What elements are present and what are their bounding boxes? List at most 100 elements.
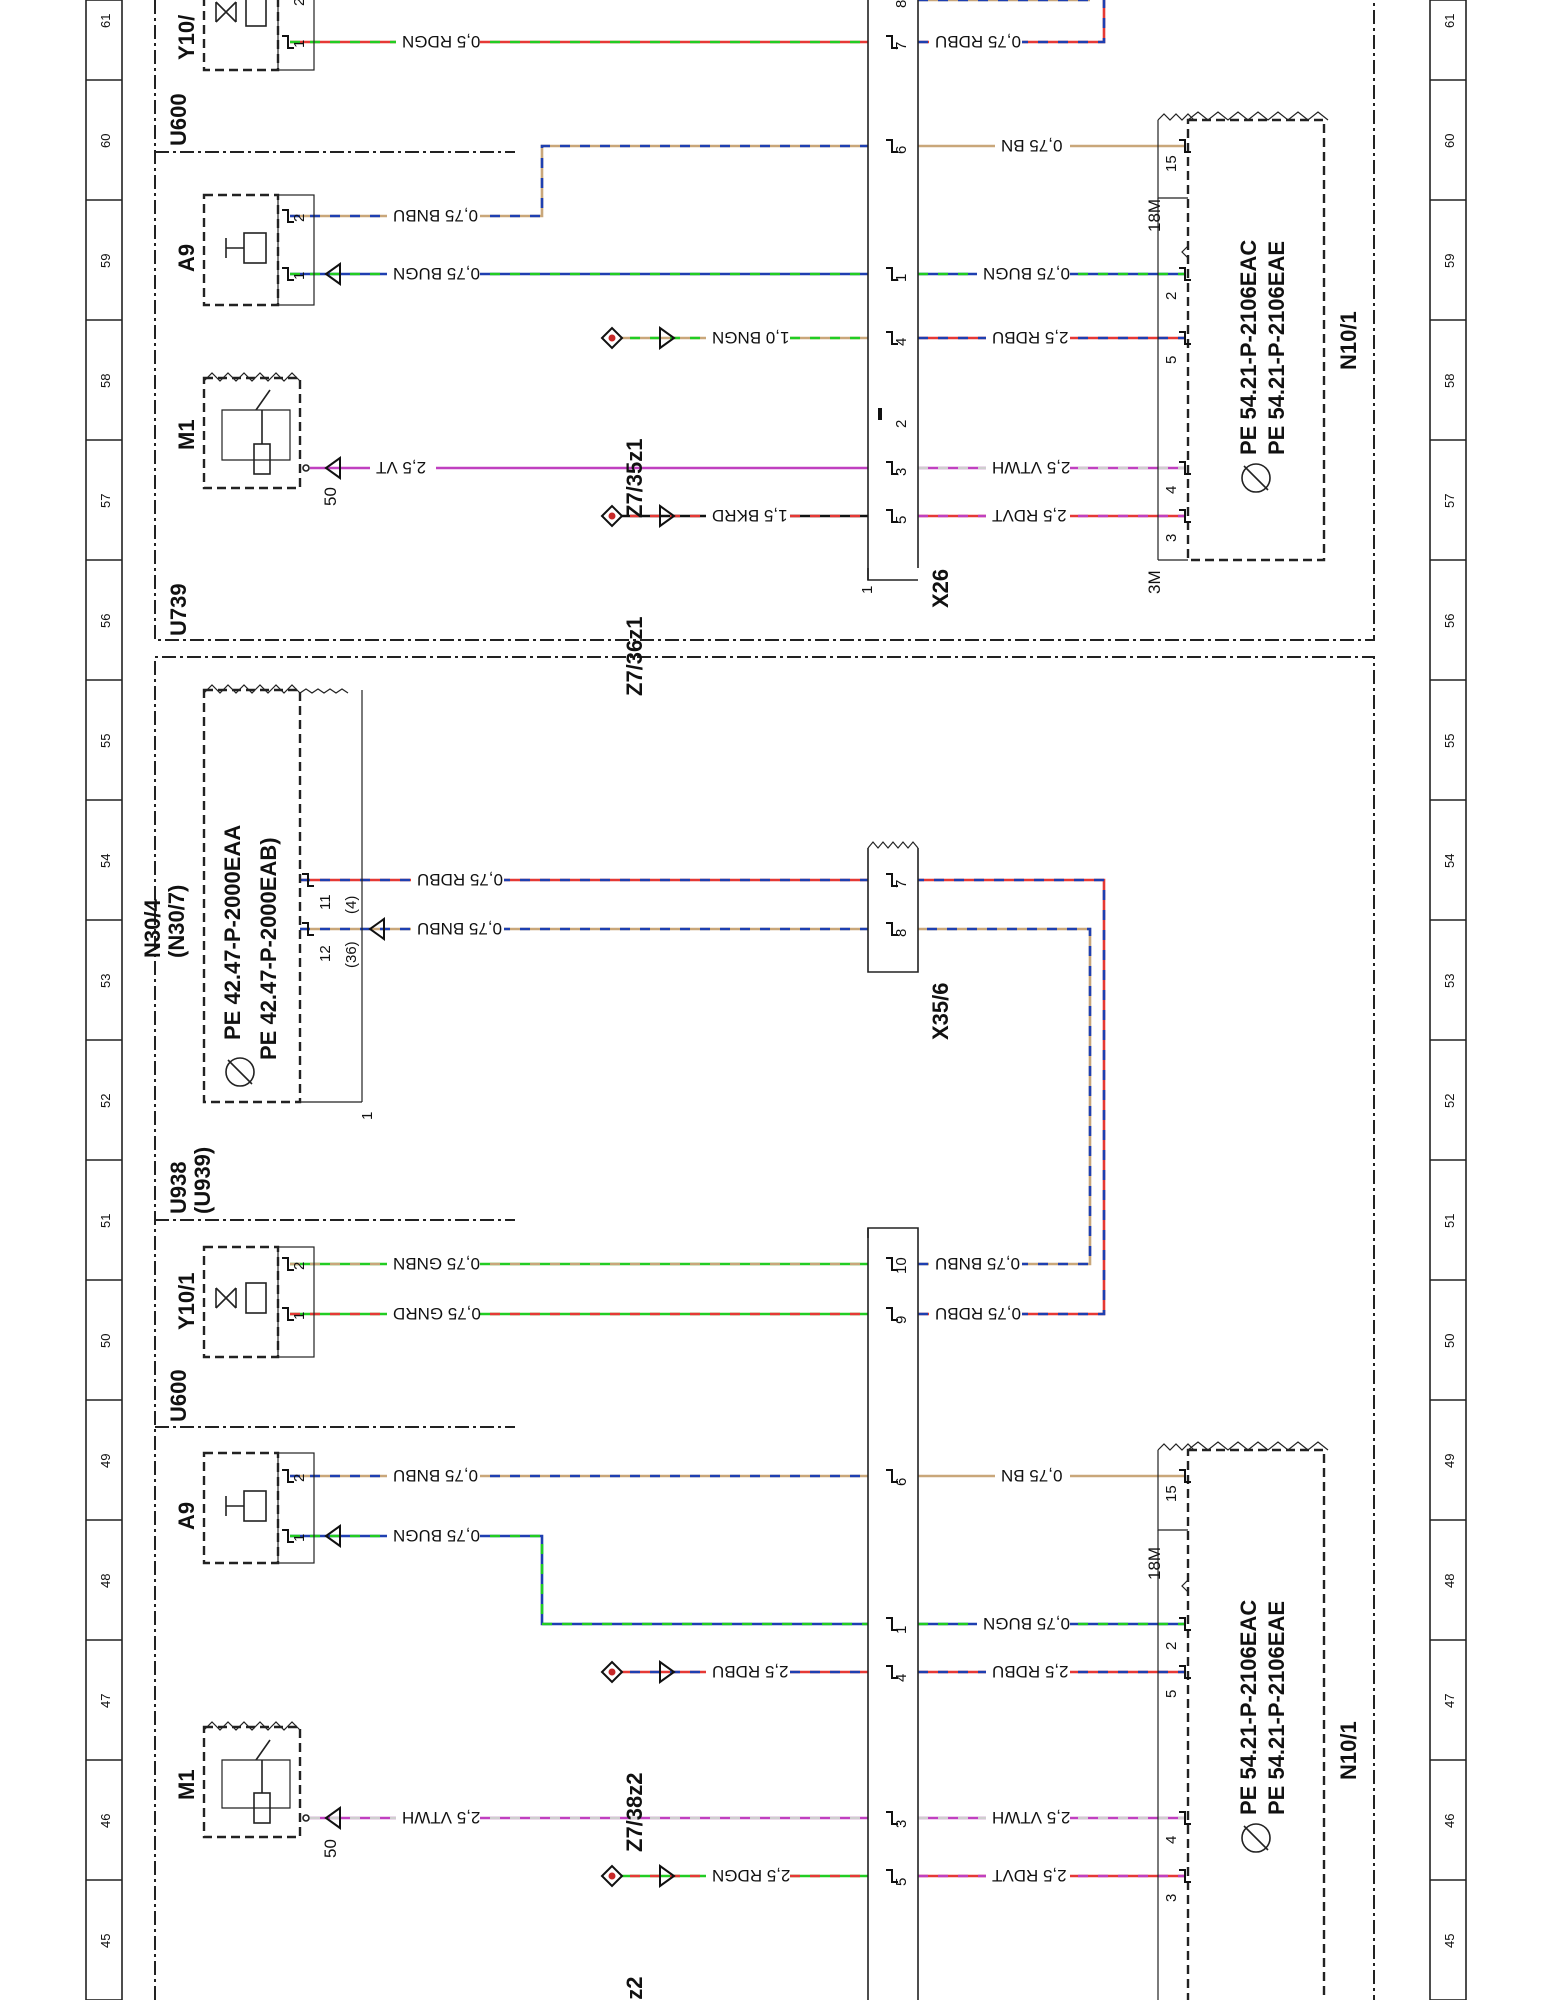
module-pin	[1179, 1665, 1191, 1679]
n30-pin-1: 1	[359, 1112, 376, 1120]
section-u739: U739	[166, 583, 191, 636]
bus-pin	[886, 35, 898, 49]
section-u600-top: U600	[166, 93, 191, 146]
bus-pin	[886, 1617, 898, 1631]
wire-label: 0,75 BNBU	[393, 206, 478, 225]
wire-label: 0,75 GNRD	[393, 1304, 481, 1323]
ruler-number-left: 54	[98, 854, 113, 868]
wire-loop-rdbu-stripe	[918, 878, 1106, 1316]
wire-label-bg	[986, 457, 1070, 479]
ruler-number-right: 54	[1442, 854, 1457, 868]
wire-label-bg	[370, 457, 436, 479]
wire-label: 2,5 RDBU	[712, 1662, 789, 1681]
n10-1-left-label: N10/1	[1336, 1721, 1361, 1780]
ruler-number-left: 60	[98, 134, 113, 148]
wire-label: 2,5 VTWH	[992, 1808, 1070, 1827]
wire-arrow	[368, 917, 385, 941]
ruler-number-left: 55	[98, 734, 113, 748]
bus-pin	[886, 922, 898, 936]
ruler-number-left: 57	[98, 494, 113, 508]
x26-pin-number: 5	[893, 516, 910, 524]
bus-pin	[886, 267, 898, 281]
m1-motor-right	[202, 372, 310, 490]
n30-4-module	[202, 684, 363, 1104]
ground-z7-38z2-label: Z7/38z2	[622, 1773, 647, 1853]
bus-pin-number: 9	[893, 1316, 910, 1324]
x35-6-pin-number: 8	[893, 929, 910, 937]
wire-label-bg	[411, 869, 504, 891]
component-pin	[282, 1307, 294, 1321]
wire-label-bg	[396, 31, 480, 53]
bus-pin	[886, 139, 898, 153]
bus-pin	[886, 509, 898, 523]
wire-label-bg	[929, 1253, 1022, 1275]
wire-label: 0,75 BUGN	[983, 264, 1070, 283]
wire-label-bg	[995, 135, 1070, 157]
x35-6-pin-number: 7	[893, 880, 910, 888]
n10-1-left-pin-number: 2	[1163, 1642, 1180, 1650]
section-u938: U938	[166, 1161, 191, 1214]
bus-pin-number: 3	[893, 1820, 910, 1828]
ruler-number-left: 47	[98, 1694, 113, 1708]
ruler-number-right: 55	[1442, 734, 1457, 748]
ruler-number-left: 58	[98, 374, 113, 388]
wire-label: 2,5 RDBU	[992, 328, 1069, 347]
section-u939: (U939)	[190, 1147, 215, 1214]
ground-z7-36z2	[600, 1864, 676, 1888]
a9-left-pin-number: 2	[291, 1474, 308, 1482]
wire-label-bg	[387, 263, 480, 285]
pe-2000eaa-ref: PE 42.47-P-2000EAA	[220, 825, 245, 1040]
component-pin	[282, 1529, 294, 1543]
y101-pin-number: 2	[291, 1262, 308, 1270]
ruler-number-left: 53	[98, 974, 113, 988]
ruler-number-right: 58	[1442, 374, 1457, 388]
wire-loop-bnbu-stripe	[918, 927, 1092, 1266]
n10-1-module-left	[1157, 1441, 1329, 2000]
a9-left-label: A9	[174, 1502, 199, 1530]
x35-6-label: X35/6	[928, 983, 953, 1041]
ruler-number-right: 52	[1442, 1094, 1457, 1108]
wire-arrow	[324, 1524, 341, 1548]
m1-left-pin: 50	[321, 1839, 340, 1858]
wire-label-bg	[706, 1661, 790, 1683]
n10-1-right-pin-number: 2	[1163, 292, 1180, 300]
n10-1-right-pin-number: 4	[1163, 486, 1180, 494]
module-pin	[1179, 461, 1191, 475]
module-pin	[1179, 1617, 1191, 1631]
module-pin	[1179, 1869, 1191, 1883]
a9-valve-left	[202, 1451, 315, 1565]
ruler-number-left: 45	[98, 1934, 113, 1948]
n10-1-right-pin-number: 5	[1163, 356, 1180, 364]
n30-7-label: (N30/7)	[164, 885, 189, 958]
wire-a9-right-bnbu-stripe	[290, 144, 868, 218]
ruler-number-right: 53	[1442, 974, 1457, 988]
wire-label-bg	[706, 1865, 790, 1887]
x26-label: X26	[928, 569, 953, 608]
n30-4-label: N30/4	[140, 899, 165, 958]
m1-motor-left	[202, 1721, 310, 1839]
n30-pin-11: 11	[317, 894, 334, 910]
wire-label: 0,75 RDBU	[935, 32, 1021, 51]
a9-left-pin-number: 1	[291, 1534, 308, 1542]
n10-1-left-pin-number: 5	[1163, 1690, 1180, 1698]
wire-label-bg	[387, 1465, 480, 1487]
wire-a9-right-bnbu	[290, 144, 868, 218]
module-pin	[1179, 1811, 1191, 1825]
ground-z7-38z2	[600, 1660, 676, 1684]
wire-label: 2,5 RDVT	[992, 1866, 1067, 1885]
n10-1-left-pe-eac: PE 54.21-P-2106EAC	[1236, 1600, 1261, 1815]
bus-pin	[886, 1307, 898, 1321]
y10-right-pin-number: 1	[291, 40, 308, 48]
y10-right-label: Y10/	[174, 15, 199, 60]
a9-right-label: A9	[174, 244, 199, 272]
n10-1-left-pe-eae: PE 54.21-P-2106EAE	[1264, 1601, 1289, 1815]
wire-label: 0,75 GNBN	[393, 1254, 480, 1273]
ruler-number-left: 56	[98, 614, 113, 628]
wire-label-bg	[387, 1253, 480, 1275]
bus-pin	[886, 873, 898, 887]
wire-label: 0,5 RDGN	[402, 32, 480, 51]
n30-pin-12: 12	[317, 945, 334, 962]
ruler-number-left: 50	[98, 1334, 113, 1348]
ruler-number-right: 45	[1442, 1934, 1457, 1948]
wire-label-bg	[706, 327, 790, 349]
